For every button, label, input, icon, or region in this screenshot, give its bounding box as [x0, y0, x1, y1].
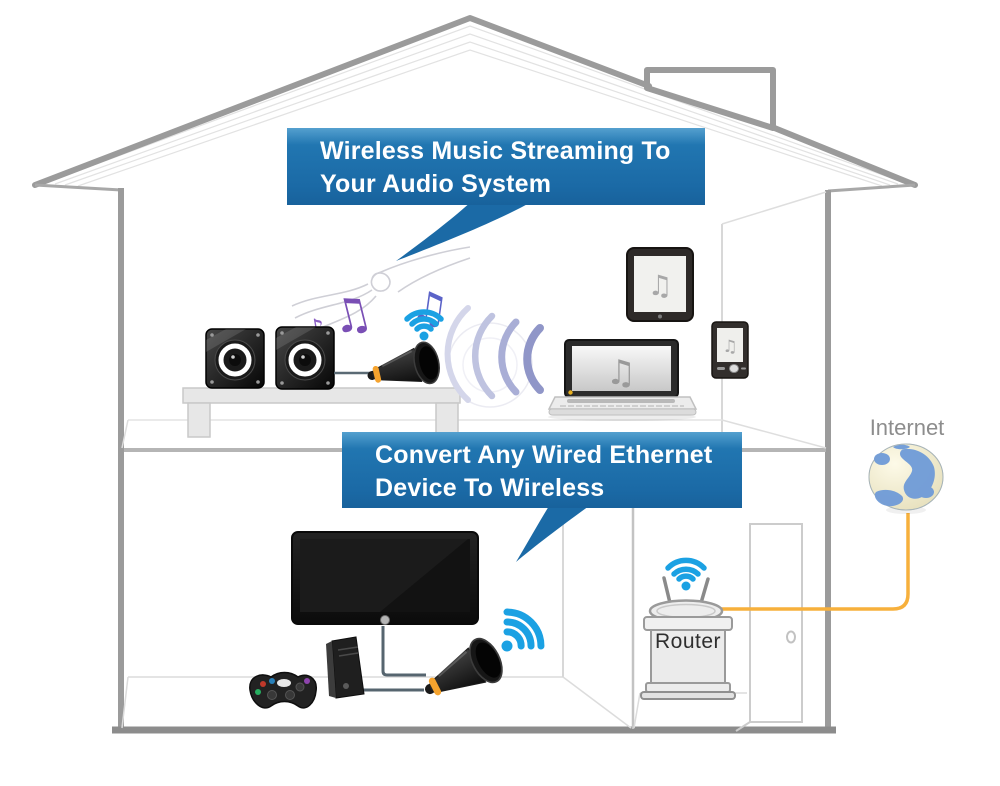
tv-logo-button [380, 615, 390, 625]
upstairs-ceiling-edge [721, 191, 827, 225]
game-console-icon [326, 636, 365, 699]
speaker-icon [275, 326, 335, 390]
laptop-icon: ♫ [547, 339, 698, 421]
roof-line [54, 33, 899, 185]
player-button [729, 364, 739, 373]
swirl-spiral [370, 271, 391, 292]
pedestal-top [643, 616, 733, 631]
internet-cable [720, 513, 910, 611]
pedestal-base [640, 691, 736, 700]
router-antenna [699, 577, 710, 605]
speaker-icon [205, 328, 265, 389]
pedestal-column [650, 629, 726, 684]
music-note-icon: ♫ [647, 269, 672, 302]
orange-band [428, 677, 442, 696]
upstairs-floor-corner [121, 419, 129, 449]
downstairs-floor-corner [121, 676, 129, 729]
callout-tail [516, 506, 589, 562]
game-controller-icon [249, 671, 317, 709]
upstairs-floor-corner [721, 419, 827, 449]
console-power-button [343, 683, 349, 689]
callout-ethernet-line2: Device To Wireless [375, 474, 605, 502]
music-swirl-flourish [291, 246, 471, 339]
router-room-floor-corner [633, 692, 641, 729]
wireless-waves [444, 305, 544, 403]
door [735, 523, 803, 732]
callout-audio-line2: Your Audio System [320, 170, 552, 198]
chimney [644, 67, 776, 131]
internet-globe-icon [868, 443, 944, 514]
doorknob [786, 630, 796, 644]
wifi-icon [404, 309, 444, 341]
table [182, 387, 461, 438]
music-note-icon: ♫ [722, 337, 737, 357]
router-icon [640, 576, 736, 700]
wireless-audio-adapter-icon [424, 637, 503, 696]
wireless-audio-adapter-icon [367, 341, 440, 385]
callout-audio-streaming: Wireless Music Streaming To Your Audio S… [287, 128, 705, 205]
router-antenna [662, 576, 672, 605]
callout-tail [396, 201, 533, 261]
roof-line [64, 41, 891, 186]
roof-line [44, 25, 906, 184]
music-note-icon: ♫ [606, 353, 636, 393]
downstairs-floor-corner [562, 676, 632, 729]
wifi-icon [501, 608, 545, 652]
tv-icon [291, 531, 479, 625]
tablet-icon: ♫ [626, 247, 694, 322]
door-threshold [735, 721, 751, 732]
eave-right [827, 183, 916, 193]
home-button [658, 314, 662, 319]
internet-label: Internet [869, 415, 945, 440]
wifi-icon [665, 557, 707, 591]
callout-ethernet-convert: Convert Any Wired Ethernet Device To Wir… [342, 432, 742, 508]
callout-audio-line1: Wireless Music Streaming To [320, 137, 671, 165]
roof-left-edge [32, 15, 652, 188]
orange-band [372, 365, 382, 383]
router-label: Router [654, 630, 722, 653]
roof-right-edge [769, 124, 918, 188]
media-player-icon: ♫ [711, 321, 749, 379]
power-led [568, 390, 573, 395]
pedestal-base [645, 682, 731, 693]
roof-line [77, 49, 883, 187]
eave-left [34, 183, 122, 192]
tv-ethernet-cable [381, 626, 426, 677]
callout-ethernet-line1: Convert Any Wired Ethernet [375, 441, 713, 469]
